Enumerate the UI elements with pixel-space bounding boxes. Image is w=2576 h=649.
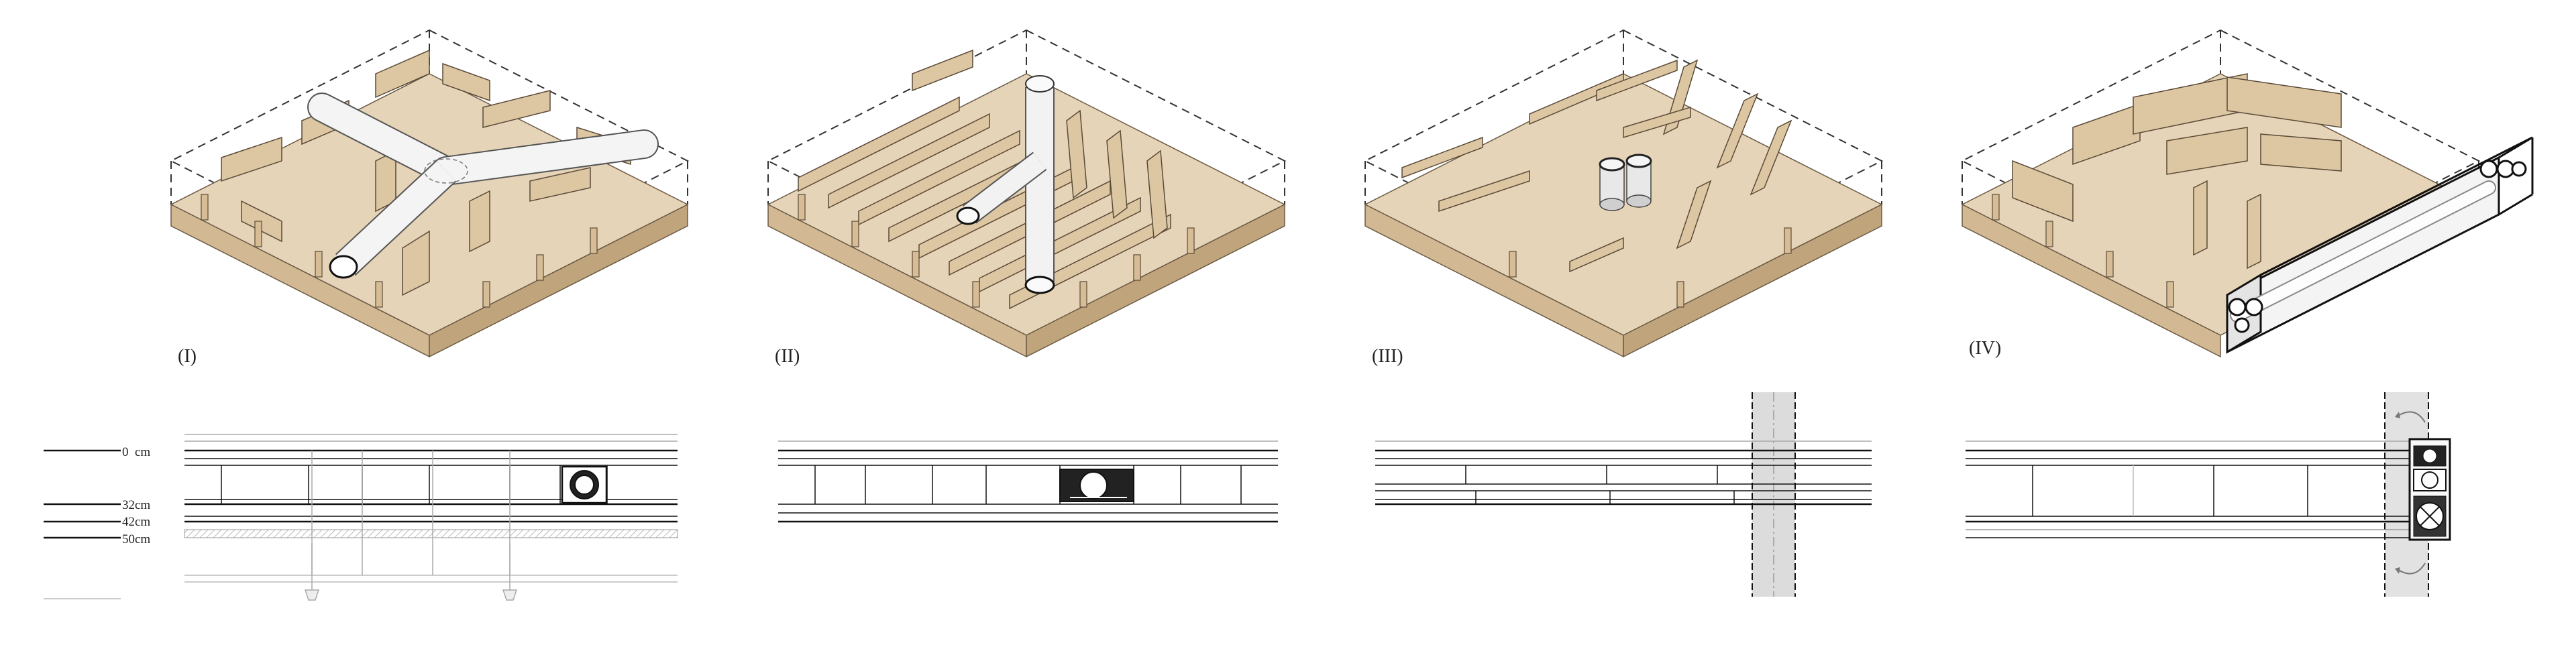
edge-posts xyxy=(201,194,598,308)
branch-duct xyxy=(956,75,1055,294)
axonometric-panel-4 xyxy=(1960,29,2534,358)
edge-posts xyxy=(1509,227,1792,308)
depth-label-42: 42cm xyxy=(122,515,150,529)
hanger-feet xyxy=(304,543,518,601)
depth-label-50: 50cm xyxy=(122,532,150,546)
axonometric-panel-2 xyxy=(766,29,1287,358)
section-2 xyxy=(778,440,1278,523)
depth-label-32: 32cm xyxy=(122,498,150,512)
section-4 xyxy=(1966,392,2451,597)
axonometric-panel-3 xyxy=(1363,29,1884,358)
duct-section xyxy=(561,465,608,504)
section-3 xyxy=(1375,392,1872,597)
edge-duct-box xyxy=(2226,136,2534,354)
duct-section xyxy=(1059,469,1134,502)
wall-blocks xyxy=(2012,73,2342,270)
panel-label-3: (III) xyxy=(1372,346,1403,367)
depth-legend xyxy=(44,449,121,599)
facade-unit xyxy=(2395,411,2451,575)
edge-posts xyxy=(798,194,1195,308)
scattered-beams xyxy=(1401,59,1792,273)
panel-label-4: (IV) xyxy=(1969,338,2001,359)
edge-posts xyxy=(1992,194,2174,308)
axonometric-panel-1 xyxy=(169,29,690,358)
timber-slab xyxy=(1364,73,1883,358)
section-1 xyxy=(184,434,678,601)
panel-label-1: (I) xyxy=(178,346,197,367)
vertical-shafts xyxy=(1599,154,1652,211)
y-duct xyxy=(307,93,659,279)
panel-label-2: (II) xyxy=(775,346,800,367)
depth-label-0: 0 cm xyxy=(122,445,150,459)
